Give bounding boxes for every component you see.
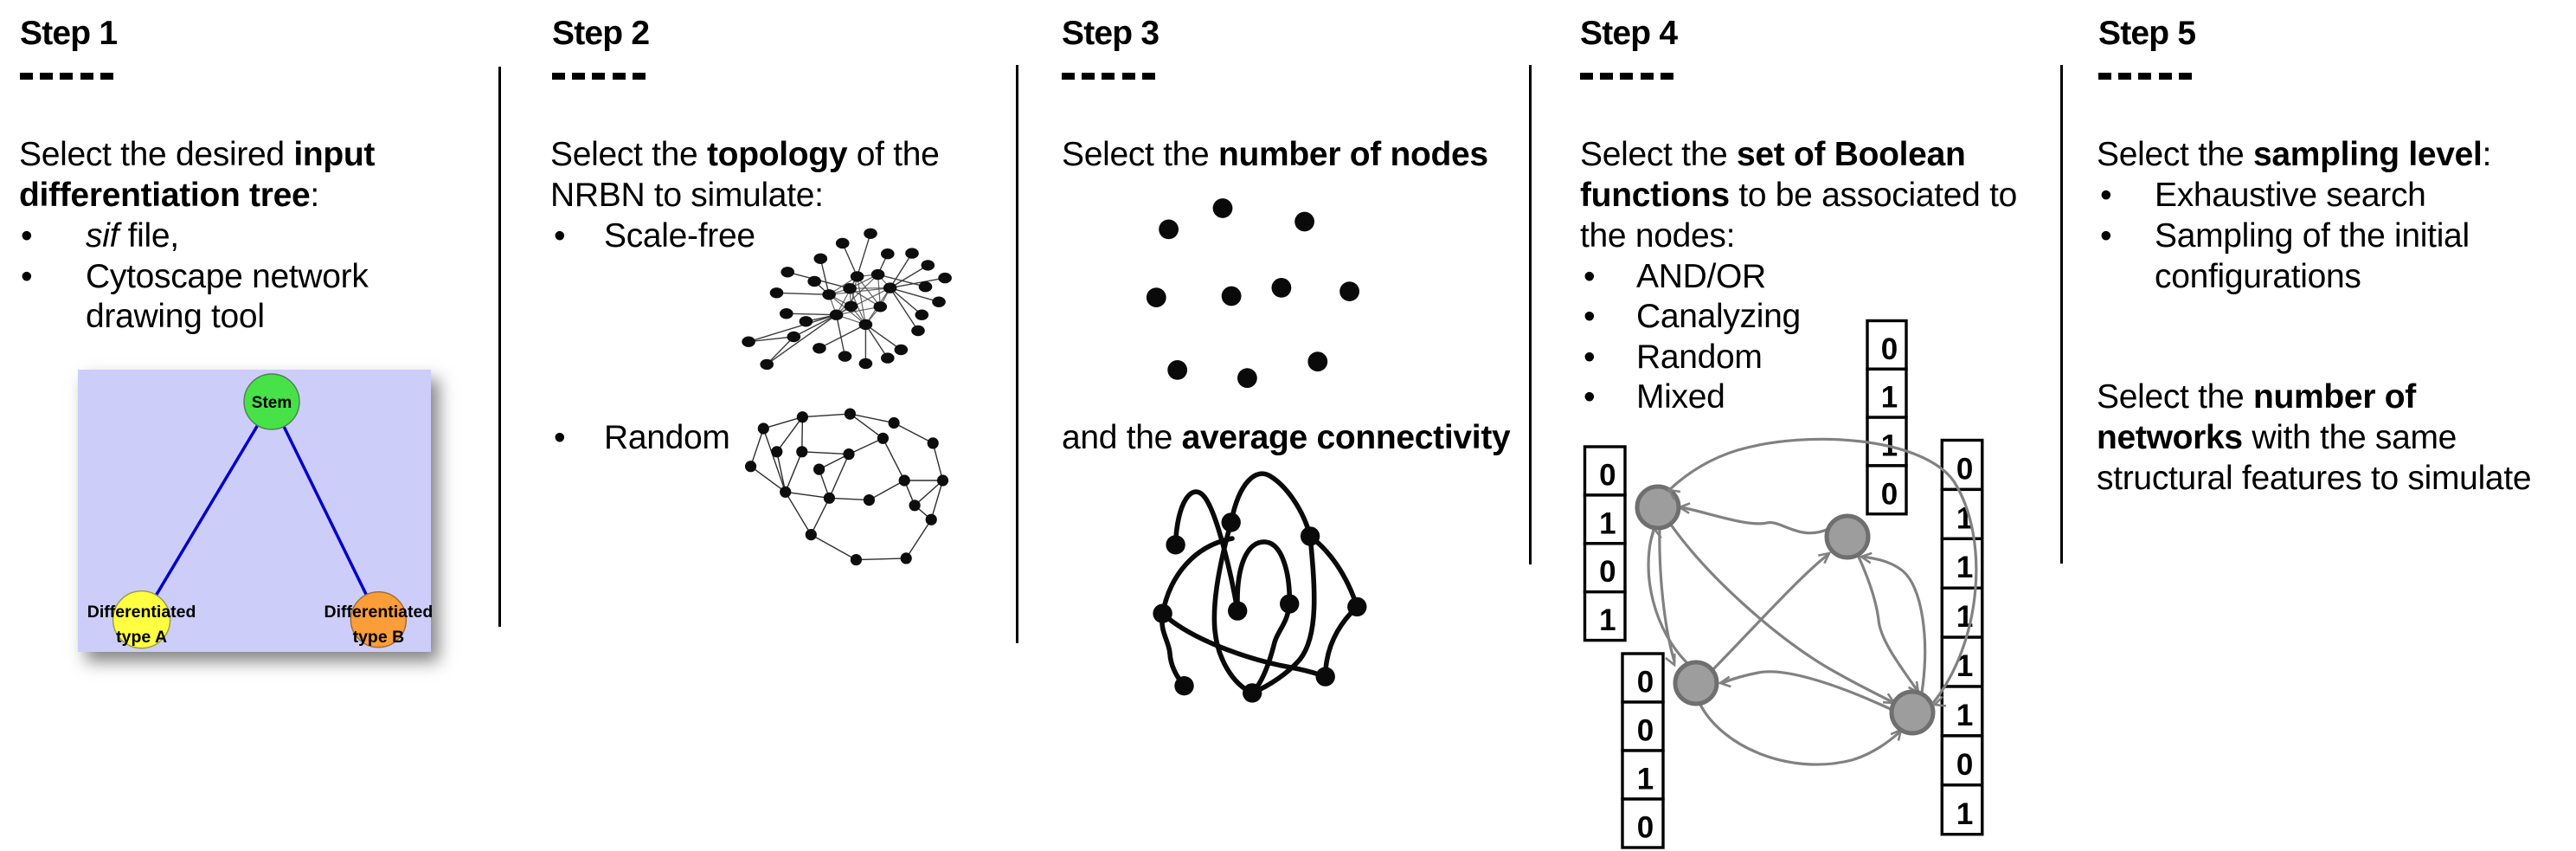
svg-text:0: 0	[1599, 555, 1616, 589]
svg-text:1: 1	[1956, 699, 1973, 732]
svg-text:type B: type B	[353, 628, 405, 647]
svg-text:1: 1	[1881, 381, 1898, 415]
svg-text:Differentiated: Differentiated	[87, 603, 196, 622]
svg-text:type A: type A	[116, 628, 167, 647]
svg-text:1: 1	[1956, 501, 1973, 535]
svg-text:0: 0	[1881, 477, 1898, 511]
svg-text:0: 0	[1956, 748, 1973, 782]
svg-text:0: 0	[1637, 714, 1654, 748]
svg-text:0: 0	[1599, 459, 1616, 493]
svg-text:0: 0	[1881, 332, 1898, 366]
svg-text:1: 1	[1956, 797, 1973, 831]
svg-text:0: 0	[1956, 453, 1973, 487]
svg-text:1: 1	[1599, 506, 1616, 540]
svg-text:1: 1	[1956, 649, 1973, 683]
svg-text:Stem: Stem	[252, 394, 292, 412]
svg-text:1: 1	[1637, 763, 1654, 796]
svg-text:Differentiated: Differentiated	[324, 603, 434, 622]
svg-text:1: 1	[1599, 603, 1616, 637]
svg-text:0: 0	[1637, 666, 1654, 699]
svg-text:0: 0	[1637, 811, 1654, 845]
svg-text:1: 1	[1956, 551, 1973, 584]
